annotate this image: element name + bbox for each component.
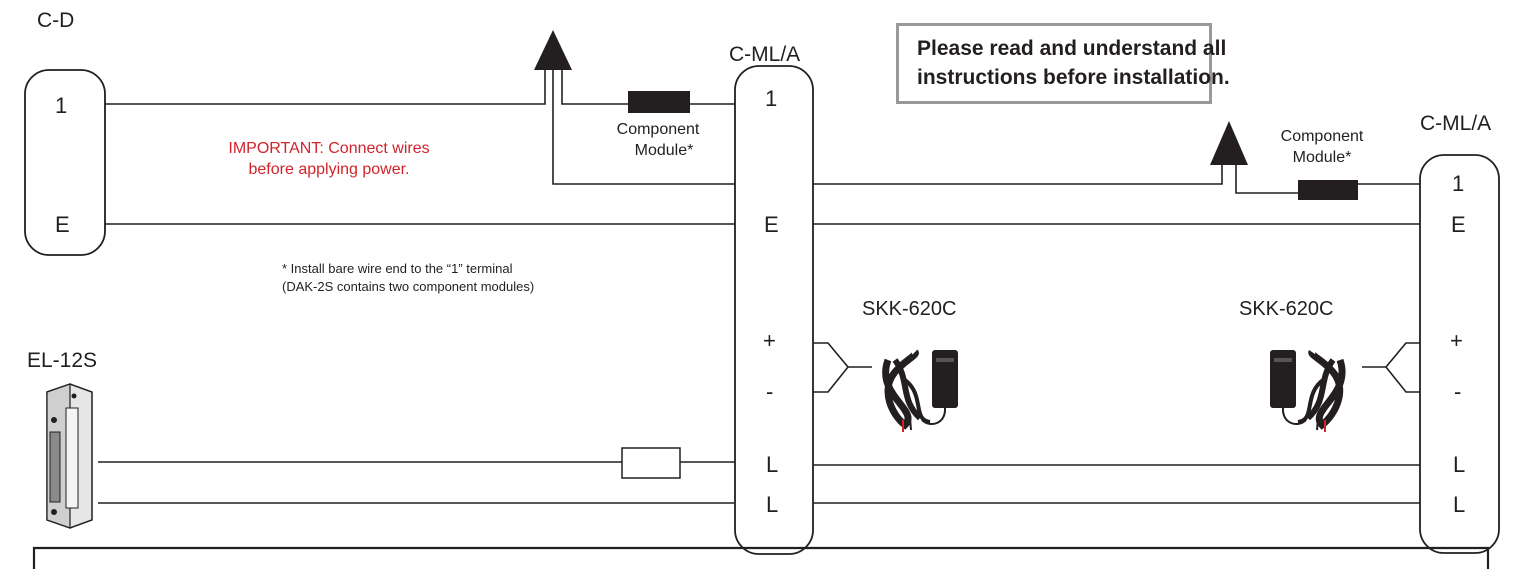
door-strike-label: EL-12S	[27, 349, 97, 372]
power-supply-2-label: SKK-620C	[1239, 298, 1334, 320]
important-note-line-1: IMPORTANT: Connect wires	[228, 140, 429, 157]
c-ml-a-1-terminal-l2: L	[766, 492, 778, 517]
c-ml-a-2-title: C-ML/A	[1420, 112, 1491, 135]
c-ml-a-2-terminal-block	[1419, 154, 1500, 554]
inline-fuse-icon	[621, 447, 681, 479]
wires	[98, 70, 1420, 504]
component-module-a-label-1: Component	[617, 121, 700, 138]
wire-psu1-pos	[812, 342, 849, 368]
power-supply-1-label: SKK-620C	[862, 298, 957, 320]
wire-junction-b-to-module-b	[1235, 165, 1298, 194]
wire-junction-b-icon	[1210, 121, 1248, 165]
c-ml-a-1-terminal-minus: -	[766, 379, 773, 404]
wire-junction-a-to-junction-b	[552, 70, 1223, 185]
component-module-b-label-2: Module*	[1293, 149, 1352, 166]
wire-psu2-pos	[1385, 342, 1420, 368]
c-ml-a-2-terminal-l2: L	[1453, 492, 1465, 517]
power-supply-2-icon	[1270, 349, 1346, 432]
component-module-b-icon	[1298, 180, 1358, 200]
wire-cd1-to-junction-a	[103, 70, 546, 105]
c-d-title: C-D	[37, 9, 74, 32]
c-d-terminal-block	[24, 69, 106, 256]
c-ml-a-1-title: C-ML/A	[729, 43, 800, 66]
wire-psu1-neg	[812, 366, 872, 393]
installation-notice-line-1: Please read and understand all	[917, 37, 1227, 60]
c-d-terminal-1: 1	[55, 93, 67, 118]
c-ml-a-2-terminal-plus: +	[1450, 328, 1463, 353]
component-module-a-label-2: Module*	[635, 142, 694, 159]
wire-junction-a-icon	[534, 30, 572, 70]
c-ml-a-1-terminal-block	[734, 65, 814, 555]
wire-junction-a-to-module-a	[561, 70, 628, 105]
c-ml-a-1-terminal-l1: L	[766, 452, 778, 477]
c-ml-a-1-terminal-1: 1	[765, 86, 777, 111]
c-ml-a-1-terminal-plus: +	[763, 328, 776, 353]
component-module-a-icon	[628, 91, 690, 113]
door-strike-icon	[46, 383, 93, 529]
component-module-b-label-1: Component	[1281, 128, 1364, 145]
installation-notice: Please read and understand all instructi…	[896, 23, 1230, 104]
c-d-terminal-e: E	[55, 212, 70, 237]
power-supply-1-icon	[882, 349, 958, 432]
wire-psu2-neg	[1362, 366, 1420, 393]
c-ml-a-1-terminal-e: E	[764, 212, 779, 237]
installation-notice-line-2: instructions before installation.	[917, 66, 1230, 89]
footnote-line-1: * Install bare wire end to the “1” termi…	[282, 261, 513, 276]
c-ml-a-2-terminal-e: E	[1451, 212, 1466, 237]
footnote-line-2: (DAK-2S contains two component modules)	[282, 279, 534, 294]
important-note-line-2: before applying power.	[249, 161, 410, 178]
instruction-frame	[32, 546, 1490, 569]
c-ml-a-2-terminal-l1: L	[1453, 452, 1465, 477]
c-ml-a-2-terminal-minus: -	[1454, 379, 1461, 404]
c-ml-a-2-terminal-1: 1	[1452, 171, 1464, 196]
